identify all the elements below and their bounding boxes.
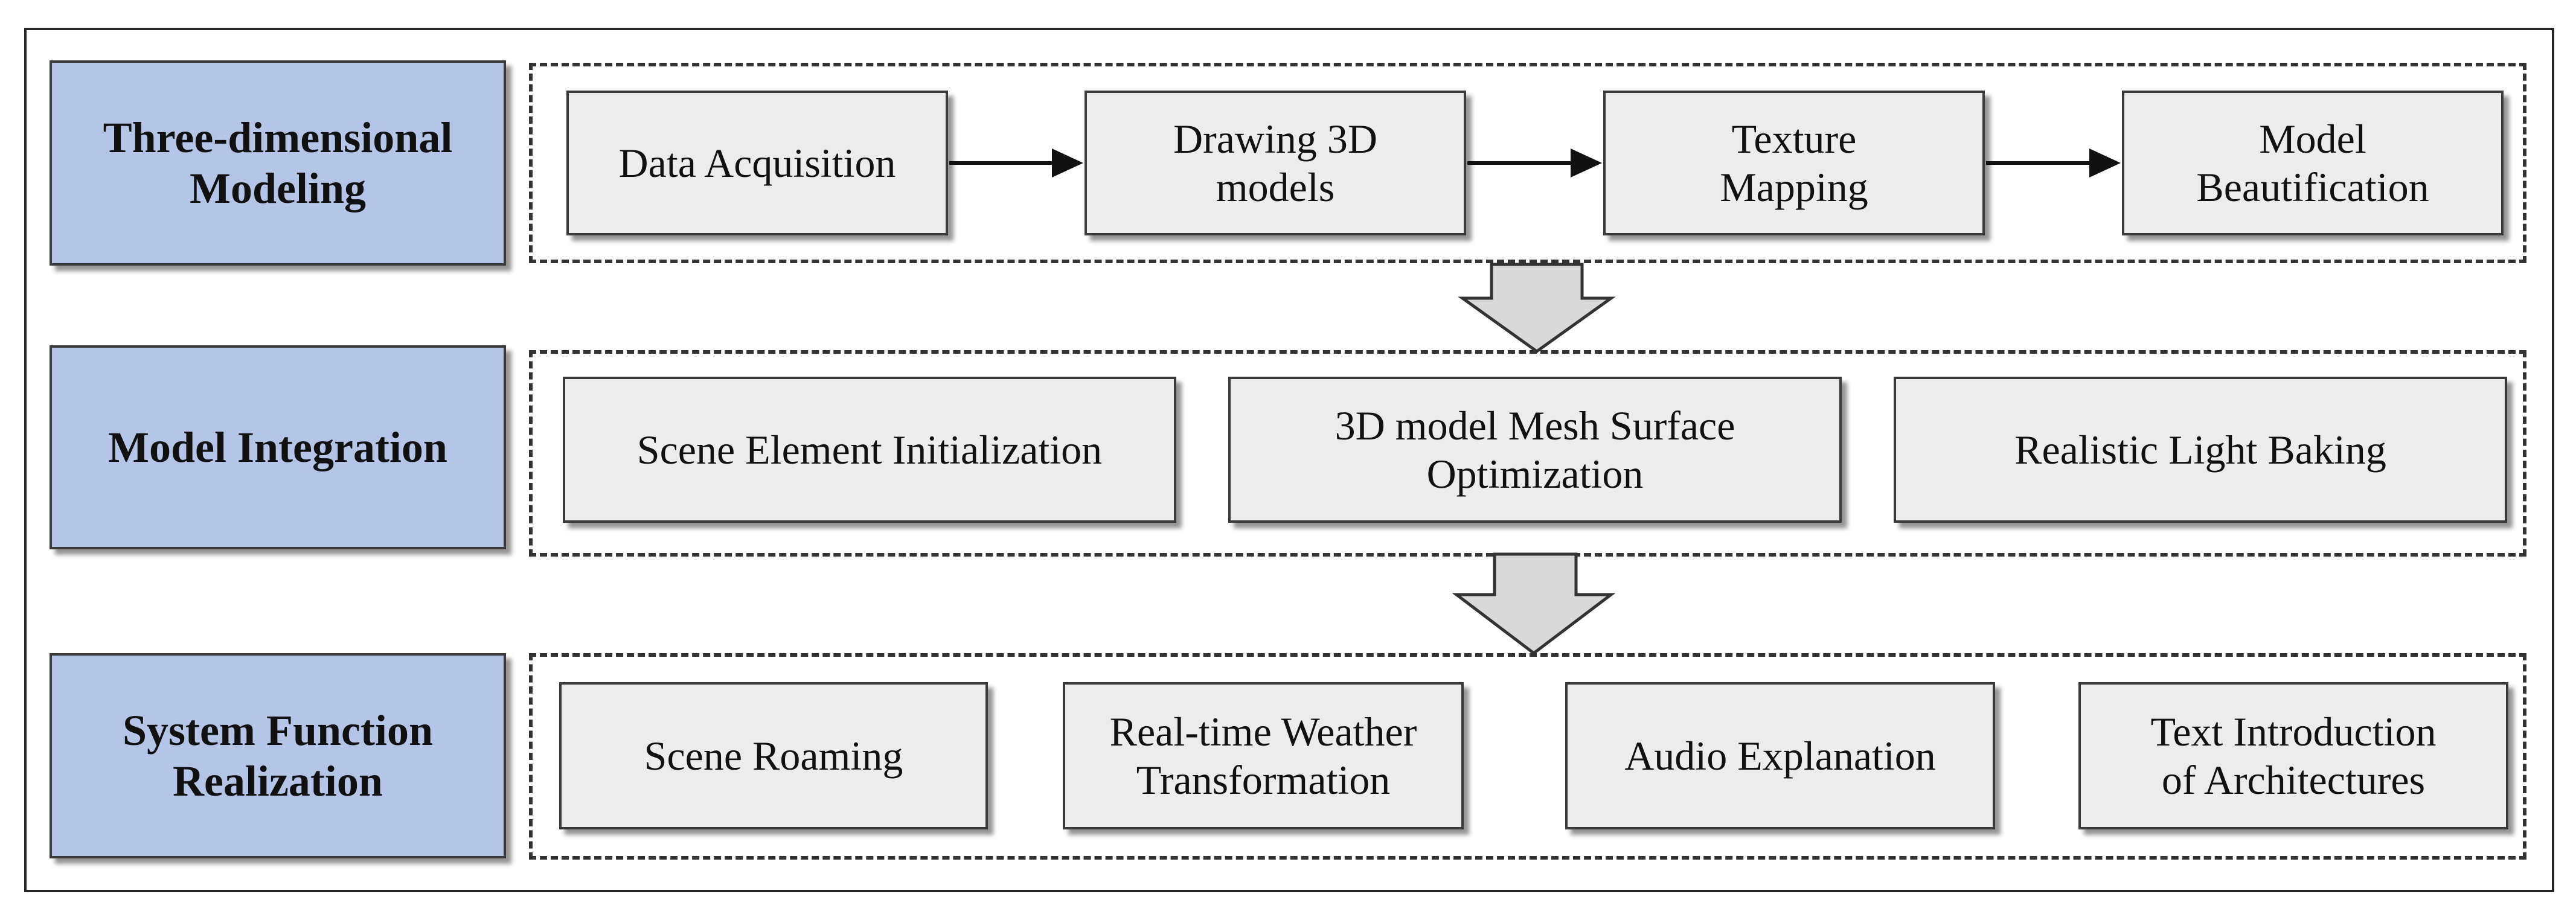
step-drawing-3d-models: Drawing 3D models bbox=[1085, 91, 1466, 235]
step-realistic-light-baking: Realistic Light Baking bbox=[1894, 377, 2507, 523]
stage-label-integration: Model Integration bbox=[50, 345, 506, 549]
step-scene-roaming: Scene Roaming bbox=[559, 682, 988, 829]
step-text-introduction: Text Introduction of Architectures bbox=[2078, 682, 2508, 829]
step-mesh-surface-optimization: 3D model Mesh Surface Optimization bbox=[1228, 377, 1842, 523]
step-data-acquisition: Data Acquisition bbox=[566, 91, 948, 235]
stage-lane-function-realization bbox=[529, 653, 2526, 860]
step-model-beautification: Model Beautification bbox=[2122, 91, 2504, 235]
step-audio-explanation: Audio Explanation bbox=[1565, 682, 1995, 829]
stage-label-function-realization: System Function Realization bbox=[50, 653, 506, 858]
step-weather-transformation: Real-time Weather Transformation bbox=[1063, 682, 1464, 829]
stage-lane-modeling bbox=[529, 63, 2526, 263]
flow-arrow-1 bbox=[949, 149, 1083, 177]
stage-down-arrow-1 bbox=[1458, 263, 1616, 354]
flow-arrow-3 bbox=[1986, 149, 2121, 177]
flow-arrow-2 bbox=[1467, 149, 1602, 177]
stage-label-modeling: Three-dimensional Modeling bbox=[50, 60, 506, 266]
diagram-frame bbox=[24, 28, 2554, 892]
stage-down-arrow-2 bbox=[1452, 552, 1616, 656]
step-texture-mapping: Texture Mapping bbox=[1603, 91, 1985, 235]
step-scene-element-initialization: Scene Element Initialization bbox=[563, 377, 1176, 523]
